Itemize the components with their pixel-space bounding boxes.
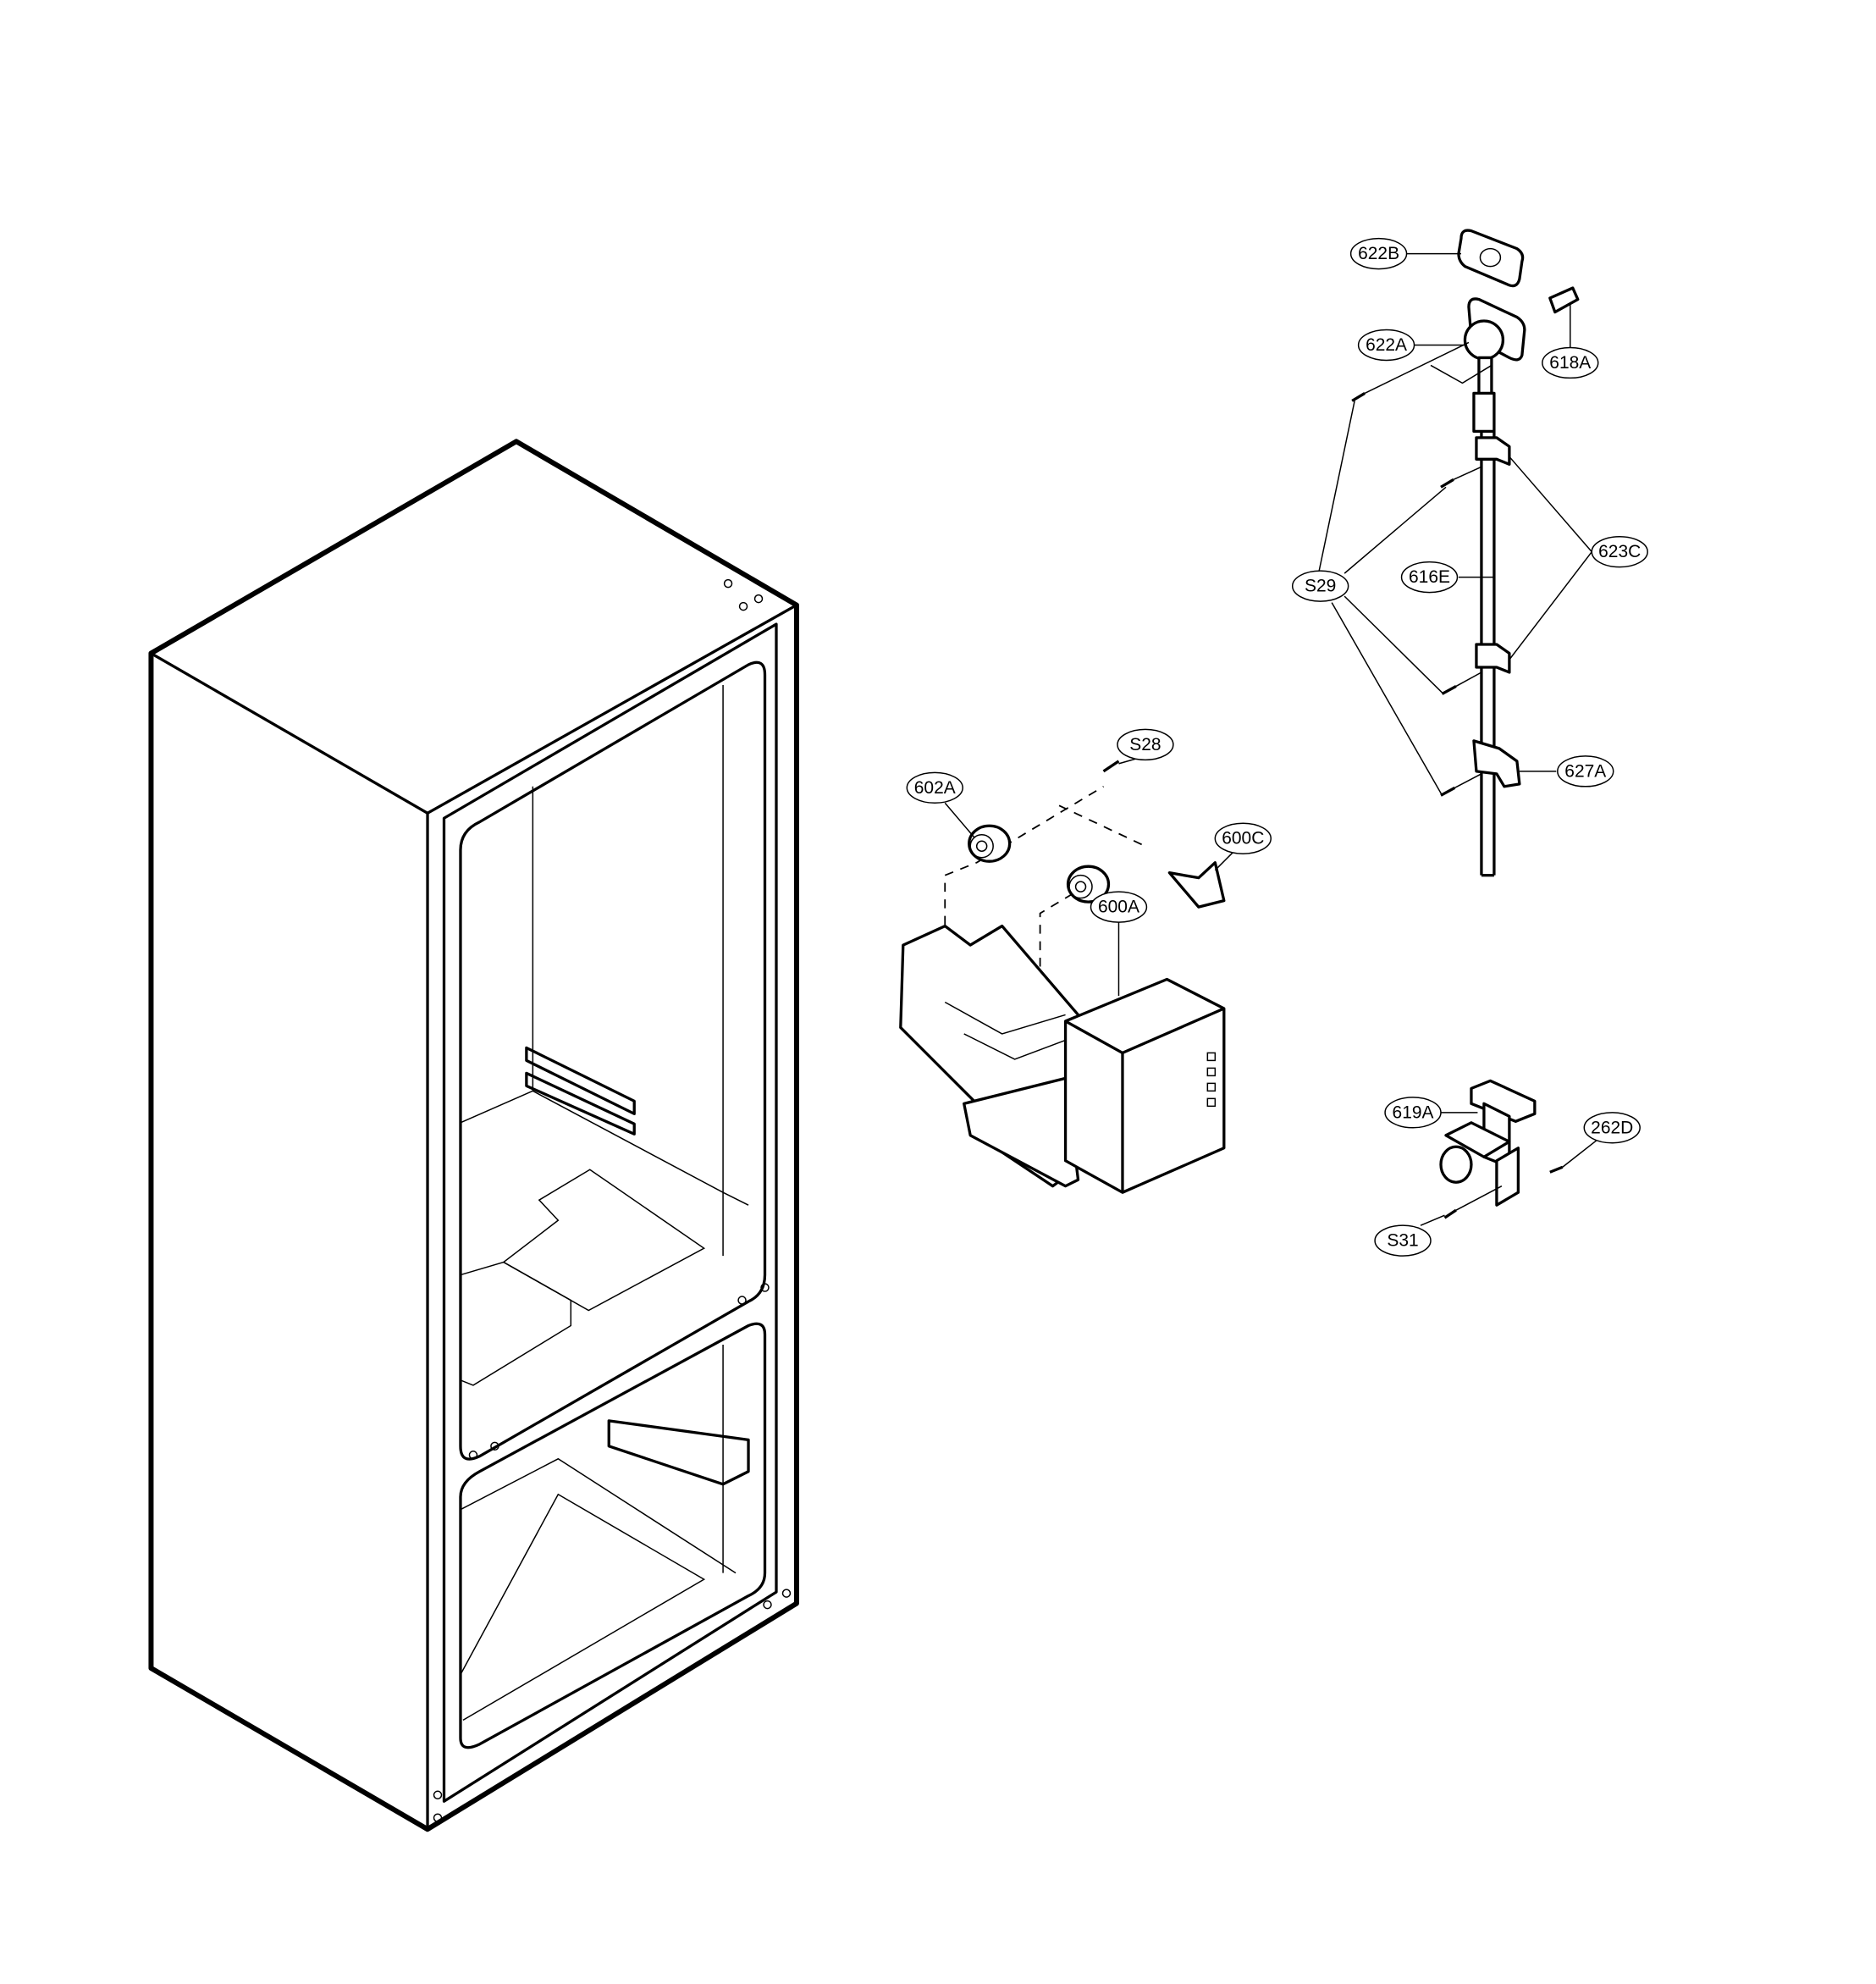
screw-s29 <box>1440 478 1454 489</box>
leader-lines <box>944 252 1599 1226</box>
mold-detail <box>944 1001 1066 1035</box>
screw-s29 <box>1440 786 1456 797</box>
leader-s28 <box>1118 758 1137 765</box>
svg-text:616E: 616E <box>1409 567 1450 587</box>
grommet-boss <box>1463 319 1505 361</box>
screw-leader <box>1364 341 1470 395</box>
cabinet-top-edge <box>150 604 797 815</box>
callout-labels: 622B 622A 618A S29 616E 623C 627A S28 60… <box>906 237 1648 1257</box>
clamp-627a <box>1472 739 1521 788</box>
refrigerator-cabinet <box>148 439 799 1832</box>
callout-600c: 600C <box>1214 822 1272 854</box>
grommet-602a <box>968 824 1012 863</box>
leader-262d <box>1562 1138 1599 1168</box>
callout-627a: 627A <box>1557 755 1614 788</box>
svg-text:602A: 602A <box>914 778 956 798</box>
shelf-rail <box>525 1046 636 1115</box>
cabinet-outline <box>148 439 799 1832</box>
screw-leader <box>1453 466 1482 480</box>
screw-leader <box>1454 773 1482 788</box>
svg-text:623C: 623C <box>1598 542 1641 561</box>
control-button <box>1206 1067 1217 1077</box>
control-button <box>1206 1052 1217 1062</box>
leader-622a-branch <box>1430 364 1493 384</box>
clamp-623c-lower <box>1475 643 1511 674</box>
water-tube-assembly <box>1351 229 1580 877</box>
screw-s28 <box>1102 760 1120 773</box>
svg-text:618A: 618A <box>1549 353 1591 373</box>
svg-text:622A: 622A <box>1366 335 1407 355</box>
svg-text:S29: S29 <box>1305 577 1336 596</box>
leader-s31 <box>1420 1214 1445 1226</box>
shelf-rail <box>525 1071 636 1136</box>
screw-leader <box>1455 1185 1503 1211</box>
callout-622a: 622A <box>1357 329 1415 362</box>
freezer-liner <box>460 1493 706 1721</box>
callout-602a: 602A <box>906 771 963 804</box>
control-box <box>1063 977 1226 1194</box>
tube-upper <box>1477 356 1493 398</box>
freezer-opening <box>459 1322 767 1749</box>
callout-s28: S28 <box>1117 728 1174 761</box>
leader-s29 <box>1318 401 1355 572</box>
leader-s29 <box>1344 486 1447 574</box>
leader-623c <box>1509 456 1592 553</box>
valve-solenoid <box>1439 1145 1473 1184</box>
mount-line <box>1058 804 1149 848</box>
callout-600a: 600A <box>1090 891 1148 923</box>
floor-tray <box>460 1261 572 1386</box>
screw-leader <box>1455 671 1482 688</box>
svg-text:600C: 600C <box>1222 829 1264 848</box>
screw-holes <box>433 578 792 1822</box>
svg-text:619A: 619A <box>1393 1103 1434 1122</box>
leader-600c <box>1214 852 1233 871</box>
screw-s29 <box>1351 391 1366 402</box>
svg-text:622B: 622B <box>1358 244 1399 263</box>
callout-616e: 616E <box>1400 561 1459 594</box>
svg-text:600A: 600A <box>1098 898 1139 917</box>
leader-623c <box>1509 551 1592 660</box>
ice-maker-assembly <box>899 760 1226 1194</box>
svg-text:S28: S28 <box>1129 735 1161 754</box>
callout-s29: S29 <box>1291 570 1349 602</box>
valve-top-bracket <box>1470 1079 1537 1123</box>
svg-text:262D: 262D <box>1591 1118 1633 1137</box>
callout-623c: 623C <box>1591 535 1648 568</box>
callout-618a: 618A <box>1542 346 1599 379</box>
callout-262d: 262D <box>1583 1112 1641 1144</box>
ice-tray-base <box>963 1076 1080 1188</box>
gasket-622b <box>1457 229 1525 288</box>
fresh-food-opening <box>459 660 767 1461</box>
sleeve-618a <box>1548 286 1580 314</box>
screw-s29 <box>1441 685 1457 695</box>
freezer-liner <box>460 1457 737 1574</box>
bracket-600c <box>1167 861 1226 909</box>
valve-mount-plate <box>1495 1147 1520 1207</box>
callout-622b: 622B <box>1349 237 1408 270</box>
screw-s31 <box>1443 1208 1457 1219</box>
floor-tray <box>502 1169 706 1312</box>
leader-s29 <box>1344 595 1444 694</box>
callout-619a: 619A <box>1384 1097 1442 1129</box>
svg-text:S31: S31 <box>1387 1231 1418 1251</box>
grommet-602a-second <box>1066 865 1111 904</box>
clamp-623c <box>1475 436 1511 466</box>
liner-floor <box>460 1090 749 1206</box>
control-button <box>1206 1097 1217 1108</box>
water-valve-assembly <box>1439 1079 1564 1219</box>
mold-detail <box>963 1033 1066 1060</box>
valve-solenoid-top <box>1444 1121 1511 1158</box>
svg-text:627A: 627A <box>1564 761 1606 781</box>
front-frame <box>442 622 778 1803</box>
gasket-hole <box>1479 247 1502 268</box>
callout-s31: S31 <box>1374 1224 1432 1257</box>
tube-fitting <box>1472 391 1496 433</box>
leader-602a <box>944 802 975 838</box>
freezer-rail <box>607 1419 750 1486</box>
clip-262d <box>1549 1165 1564 1174</box>
leader-s29 <box>1331 602 1443 796</box>
control-button <box>1206 1082 1217 1092</box>
